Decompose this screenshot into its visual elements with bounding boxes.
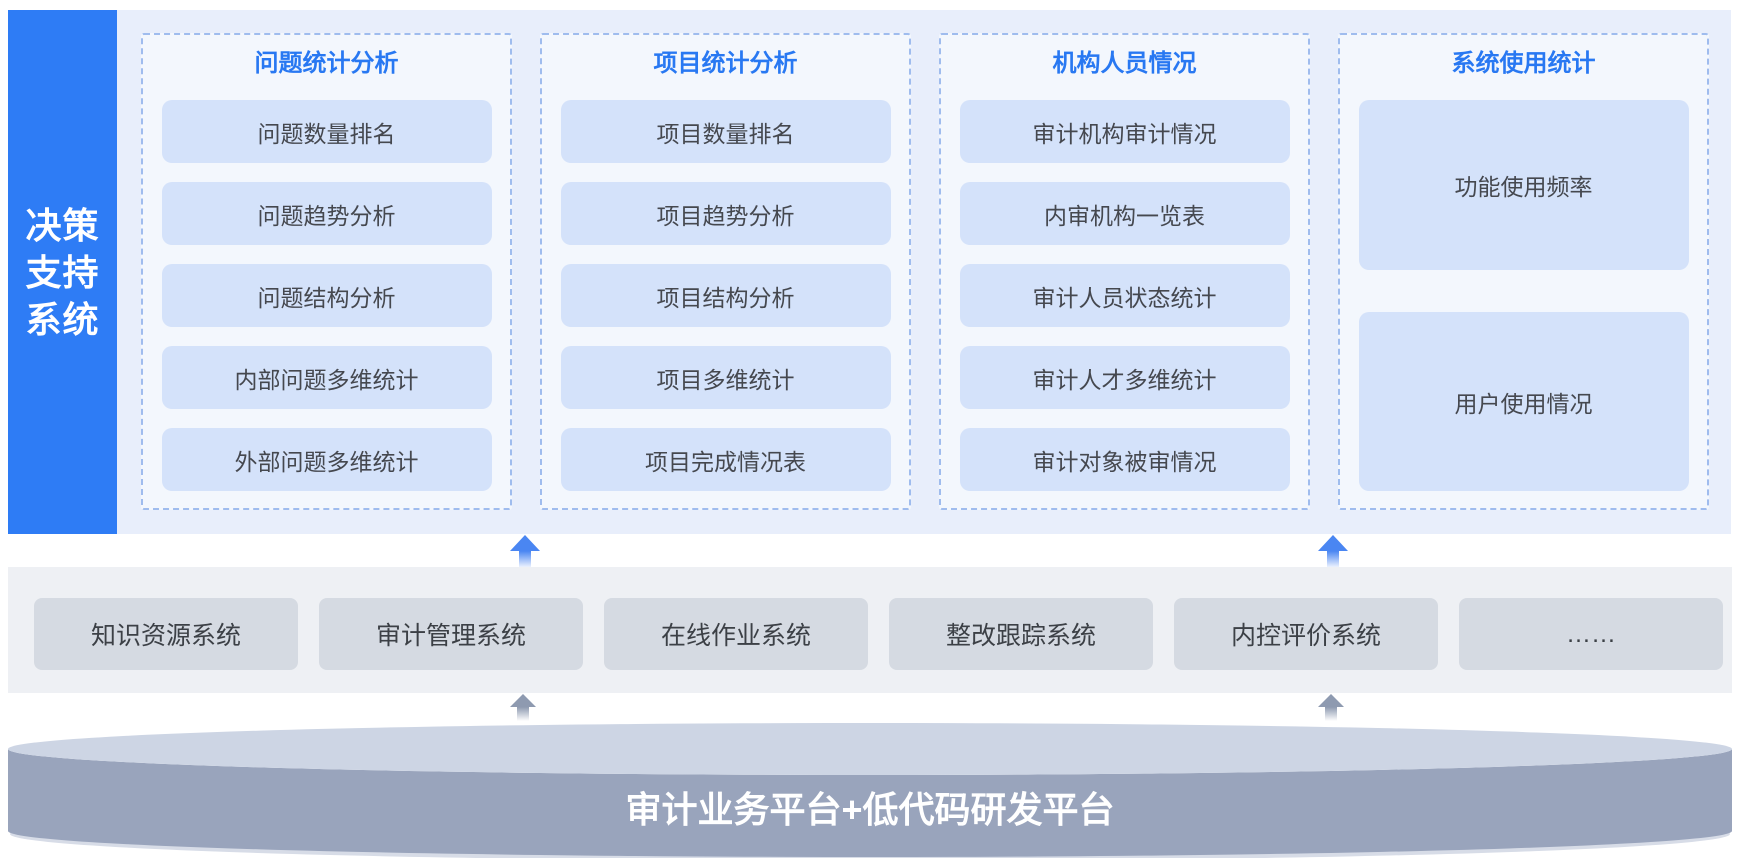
module-chip: 审计人才多维统计 — [959, 346, 1290, 409]
column-organization-personnel: 机构人员情况 审计机构审计情况 内审机构一览表 审计人员状态统计 审计人才多维统… — [939, 33, 1310, 510]
module-chip: 问题数量排名 — [161, 100, 492, 163]
cylinder-top-face — [8, 723, 1732, 775]
module-chip: 问题结构分析 — [161, 264, 492, 327]
arrow-up-icon — [510, 694, 536, 721]
arrow-up-icon — [1318, 535, 1348, 569]
decision-support-panel: 问题统计分析 问题数量排名 问题趋势分析 问题结构分析 内部问题多维统计 外部问… — [117, 10, 1731, 534]
arrow-head — [1318, 694, 1344, 707]
column-project-statistics: 项目统计分析 项目数量排名 项目趋势分析 项目结构分析 项目多维统计 项目完成情… — [540, 33, 911, 510]
arrow-up-icon — [1318, 694, 1344, 721]
module-chip: 项目数量排名 — [560, 100, 891, 163]
module-chip: 内审机构一览表 — [959, 182, 1290, 245]
module-chip: 问题趋势分析 — [161, 182, 492, 245]
decision-support-sidebar: 决策 支持 系统 — [8, 10, 117, 534]
module-chip: 用户使用情况 — [1358, 312, 1689, 491]
column-title: 系统使用统计 — [1451, 50, 1596, 77]
sidebar-title-line: 支持 — [25, 251, 100, 293]
arrow-stem — [517, 707, 529, 721]
arrow-stem — [519, 551, 531, 569]
column-title: 问题统计分析 — [254, 50, 399, 77]
system-box: 在线作业系统 — [604, 598, 868, 670]
arrow-stem — [1327, 551, 1339, 569]
arrow-stem — [1325, 707, 1337, 721]
module-chip: 内部问题多维统计 — [161, 346, 492, 409]
column-problem-statistics: 问题统计分析 问题数量排名 问题趋势分析 问题结构分析 内部问题多维统计 外部问… — [141, 33, 512, 510]
module-chip: 审计机构审计情况 — [959, 100, 1290, 163]
platform-cylinder — [8, 723, 1732, 858]
module-chip: 审计对象被审情况 — [959, 428, 1290, 491]
module-chip: 项目多维统计 — [560, 346, 891, 409]
arrow-head — [1318, 535, 1348, 551]
system-box-ellipsis: …… — [1459, 598, 1723, 670]
systems-row: 知识资源系统 审计管理系统 在线作业系统 整改跟踪系统 内控评价系统 …… — [8, 567, 1732, 693]
module-chip: 外部问题多维统计 — [161, 428, 492, 491]
platform-label: 审计业务平台+低代码研发平台 — [625, 789, 1115, 830]
system-box: 内控评价系统 — [1174, 598, 1438, 670]
column-system-usage: 系统使用统计 功能使用频率 用户使用情况 — [1338, 33, 1709, 510]
module-chip: 项目结构分析 — [560, 264, 891, 327]
system-box: 整改跟踪系统 — [889, 598, 1153, 670]
arrow-head — [510, 694, 536, 707]
module-chip: 项目完成情况表 — [560, 428, 891, 491]
column-title: 机构人员情况 — [1052, 50, 1197, 77]
cylinder-front-face — [8, 749, 1732, 857]
module-chip: 功能使用频率 — [1358, 100, 1689, 270]
module-chip: 项目趋势分析 — [560, 182, 891, 245]
system-box: 审计管理系统 — [319, 598, 583, 670]
sidebar-title-line: 决策 — [25, 204, 100, 246]
column-title: 项目统计分析 — [653, 50, 798, 77]
sidebar-title-line: 系统 — [25, 298, 100, 340]
system-box: 知识资源系统 — [34, 598, 298, 670]
arrow-up-icon — [510, 535, 540, 569]
module-chip: 审计人员状态统计 — [959, 264, 1290, 327]
arrow-head — [510, 535, 540, 551]
